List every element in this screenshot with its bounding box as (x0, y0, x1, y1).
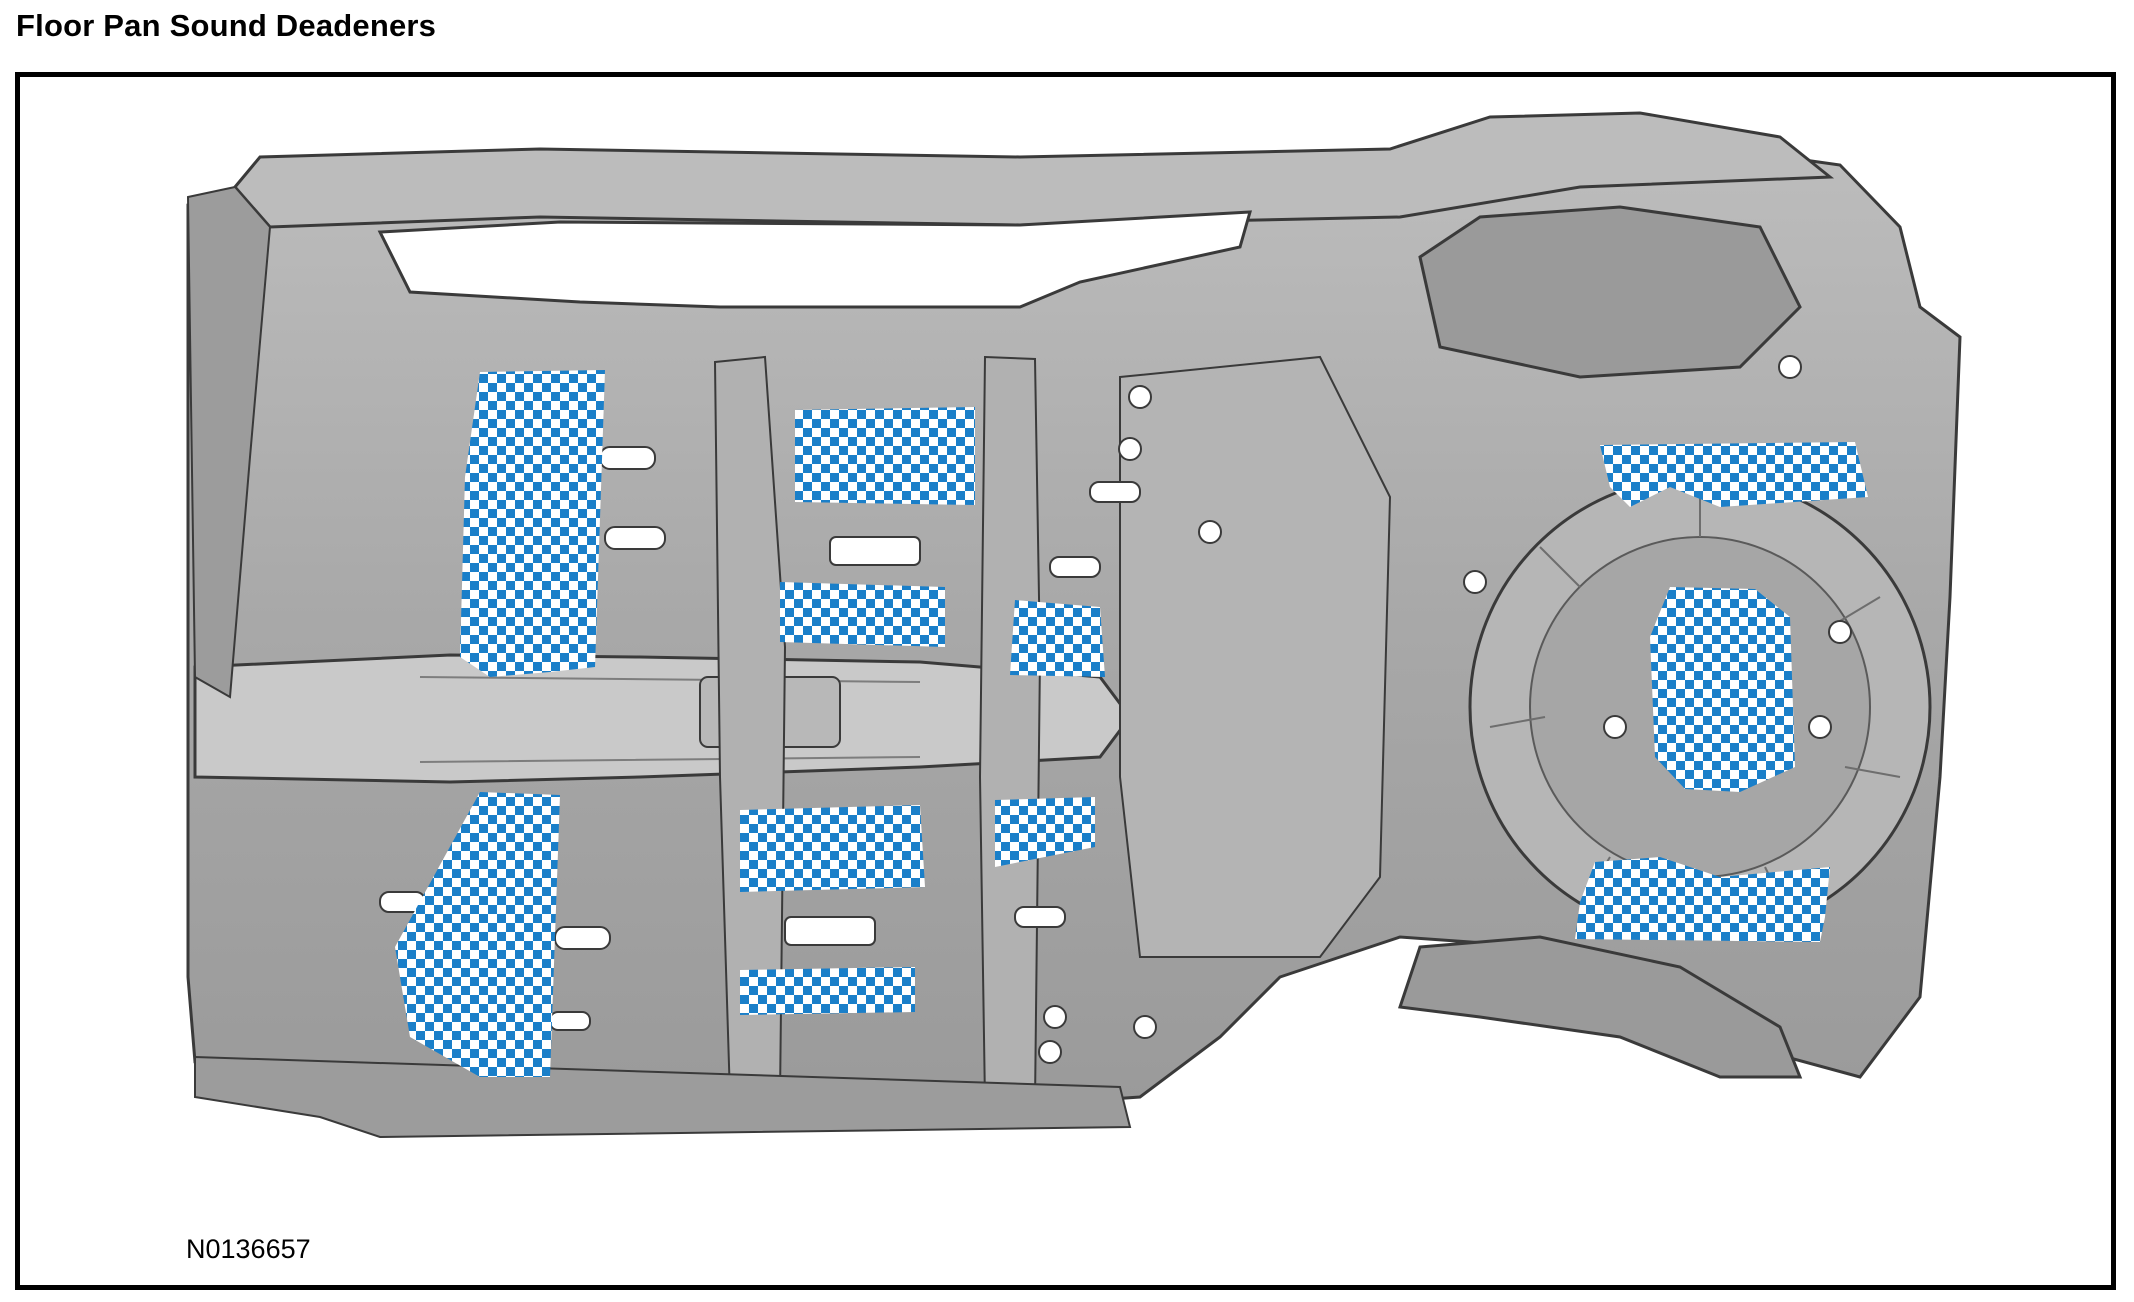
figure-id: N0136657 (186, 1234, 311, 1264)
front-rail (233, 111, 1835, 229)
center-right-lower-pad (740, 967, 915, 1015)
front-right-floor-pad (395, 792, 560, 1077)
center-left-small-pad (1010, 600, 1105, 677)
left-sill (194, 1055, 1132, 1139)
center-tunnel (193, 653, 1132, 784)
floor-pan-diagram (186, 111, 1962, 1139)
center-left-upper-pad (795, 407, 975, 505)
rear-seat-pan (1119, 355, 1392, 958)
page-title: Floor Pan Sound Deadeners (16, 8, 437, 43)
center-right-small-pad (995, 797, 1095, 867)
rear-lower-pad (1575, 857, 1830, 942)
figure-frame: N0136657 (15, 72, 2116, 1290)
spare-tire-well-pad (1650, 587, 1795, 792)
rear-wheelhouse-upper (1418, 205, 1802, 379)
right-sill (186, 185, 272, 699)
dash-opening (377, 210, 1253, 309)
front-left-floor-pad (460, 370, 605, 677)
center-left-lower-pad (780, 582, 945, 647)
rear-upper-pad (1600, 442, 1868, 507)
cross-member-2 (978, 355, 1042, 1103)
center-right-upper-pad (740, 805, 925, 892)
rear-wheelhouse-lower (1397, 935, 1803, 1079)
